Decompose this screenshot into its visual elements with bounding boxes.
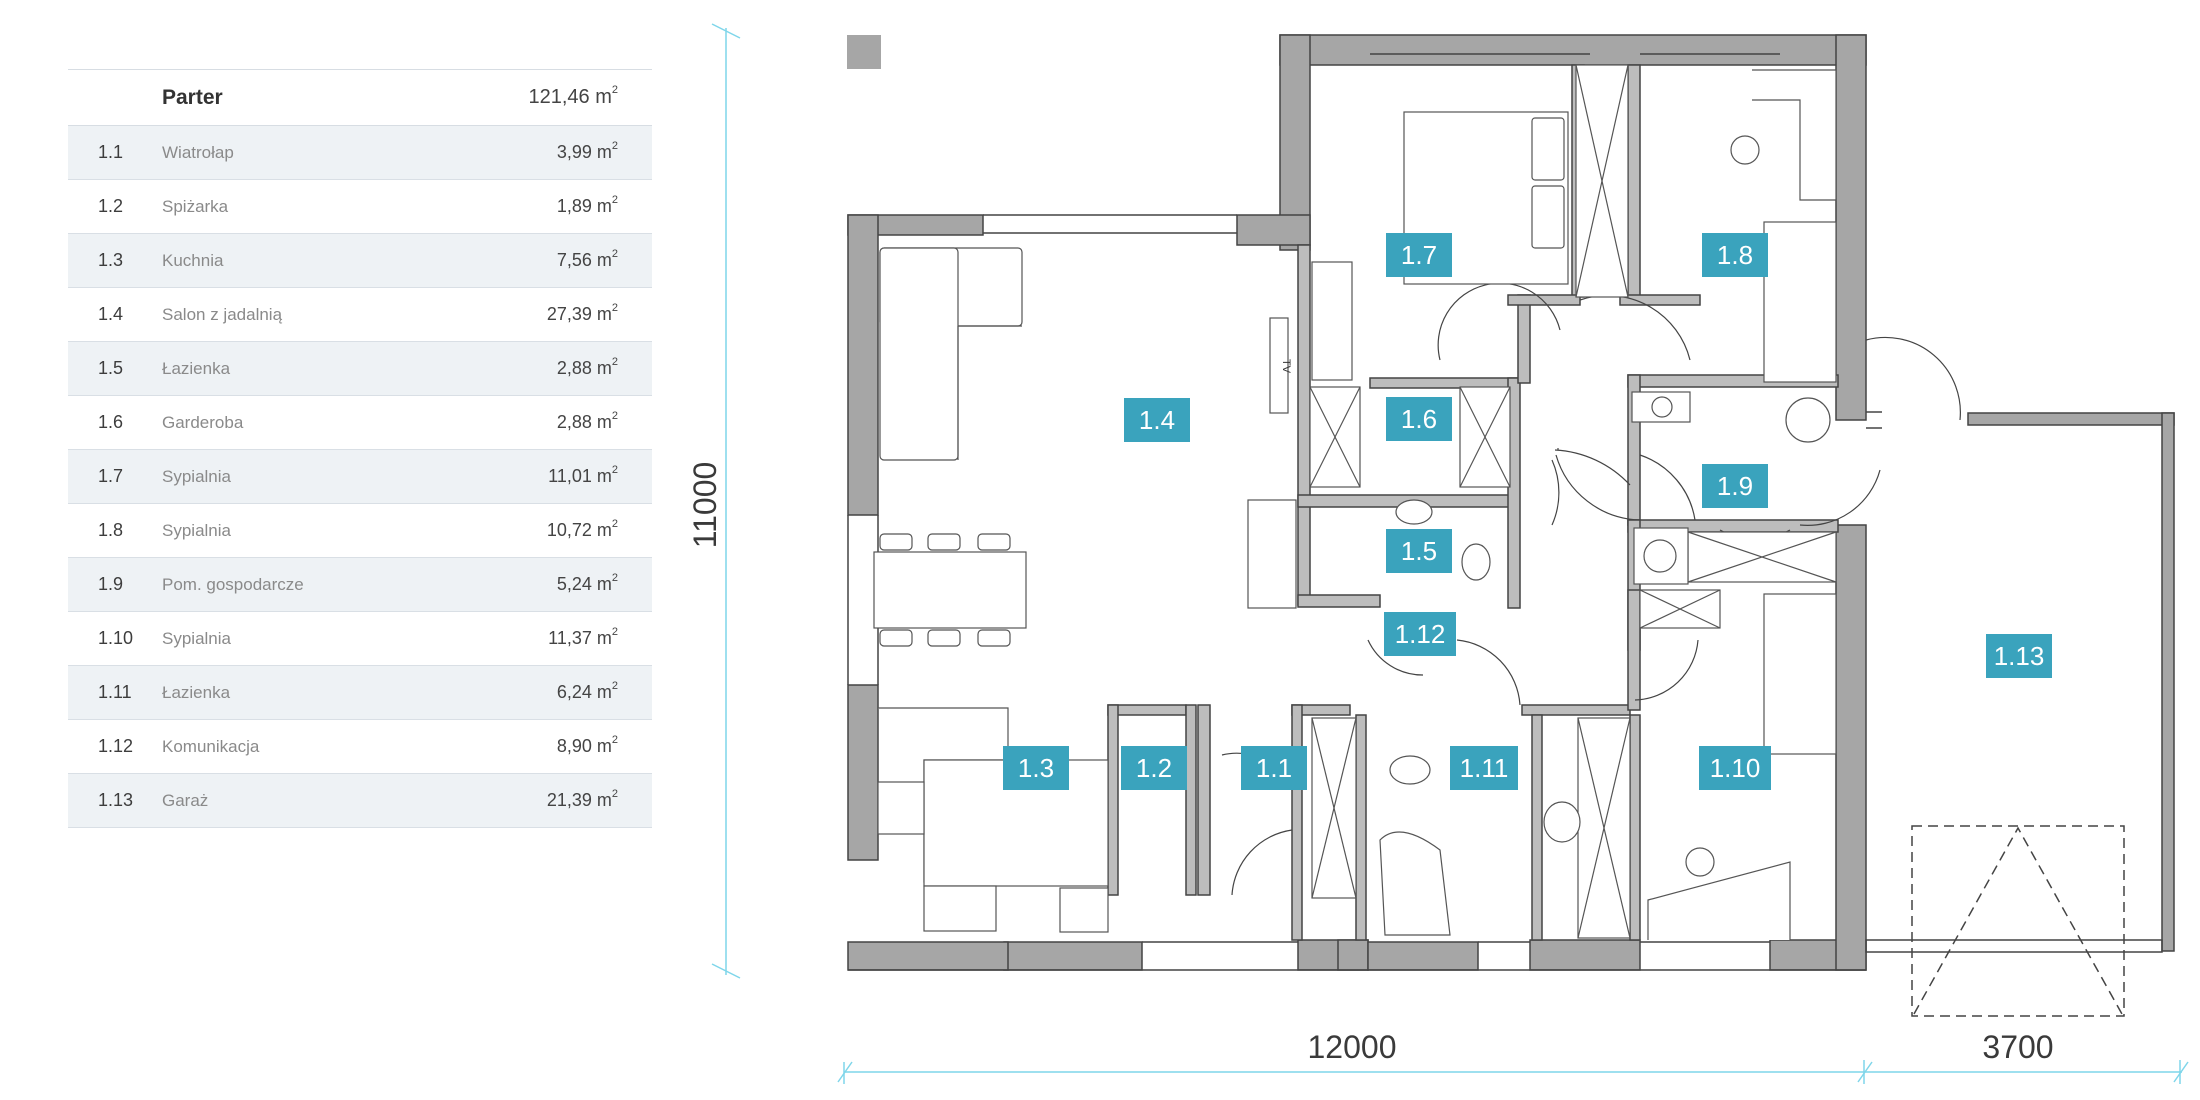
north-marker bbox=[847, 35, 881, 69]
floor-title: Parter bbox=[162, 85, 223, 109]
table-row: 1.10 Sypialnia 11,37 m2 bbox=[68, 612, 652, 666]
room-label-1-8: 1.8 bbox=[1702, 233, 1768, 277]
room-name: Pom. gospodarcze bbox=[162, 574, 304, 594]
table-row: 1.4 Salon z jadalnią 27,39 m2 bbox=[68, 288, 652, 342]
room-number: 1.6 bbox=[98, 412, 124, 432]
svg-text:1.1: 1.1 bbox=[1256, 753, 1292, 783]
room-area: 11,37 m2 bbox=[548, 626, 618, 648]
room-name: Garderoba bbox=[162, 412, 244, 432]
table-row: 1.8 Sypialnia 10,72 m2 bbox=[68, 504, 652, 558]
table-row: 1.13 Garaż 21,39 m2 bbox=[68, 774, 652, 828]
garage-outline bbox=[1865, 411, 2175, 1017]
door-swings bbox=[1221, 282, 1961, 896]
room-number: 1.3 bbox=[98, 250, 124, 270]
room-label-1-4: 1.4 bbox=[1124, 398, 1190, 442]
room-name: Łazienka bbox=[162, 682, 231, 702]
furniture bbox=[873, 64, 1837, 940]
room-name: Salon z jadalnią bbox=[162, 304, 283, 324]
room-number: 1.5 bbox=[98, 358, 124, 378]
svg-text:1.5: 1.5 bbox=[1401, 536, 1437, 566]
room-label-1-5: 1.5 bbox=[1386, 529, 1452, 573]
room-label-1-2: 1.2 bbox=[1121, 746, 1187, 790]
svg-text:1.11: 1.11 bbox=[1460, 753, 1509, 783]
room-label-1-6: 1.6 bbox=[1386, 397, 1452, 441]
room-name: Łazienka bbox=[162, 358, 231, 378]
room-number: 1.11 bbox=[98, 682, 132, 702]
room-name: Wiatrołap bbox=[162, 142, 234, 162]
room-area: 2,88 m2 bbox=[556, 410, 618, 432]
room-area: 3,99 m2 bbox=[556, 140, 618, 162]
table-row: 1.5 Łazienka 2,88 m2 bbox=[68, 342, 652, 396]
room-area: 8,90 m2 bbox=[556, 734, 618, 756]
dimension-width-garage: 3700 bbox=[1982, 1029, 2053, 1065]
svg-text:1.6: 1.6 bbox=[1401, 404, 1437, 434]
room-number: 1.2 bbox=[98, 196, 124, 216]
room-name: Kuchnia bbox=[162, 250, 224, 270]
room-name: Spiżarka bbox=[162, 196, 229, 216]
room-area: 7,56 m2 bbox=[556, 248, 618, 270]
room-name: Garaż bbox=[162, 790, 209, 810]
room-label-1-3: 1.3 bbox=[1003, 746, 1069, 790]
room-label-1-7: 1.7 bbox=[1386, 233, 1452, 277]
svg-text:1.8: 1.8 bbox=[1717, 240, 1753, 270]
room-area: 11,01 m2 bbox=[548, 464, 618, 486]
room-number: 1.13 bbox=[98, 790, 134, 810]
room-area: 2,88 m2 bbox=[556, 356, 618, 378]
room-area: 5,24 m2 bbox=[556, 572, 618, 594]
svg-text:1.10: 1.10 bbox=[1710, 753, 1761, 783]
table-row: 1.2 Spiżarka 1,89 m2 bbox=[68, 180, 652, 234]
table-header: Parter 121,46 m2 bbox=[68, 69, 652, 126]
table-row: 1.11 Łazienka 6,24 m2 bbox=[68, 666, 652, 720]
svg-text:1.12: 1.12 bbox=[1395, 619, 1446, 649]
room-number: 1.10 bbox=[98, 628, 134, 648]
room-area: 1,89 m2 bbox=[556, 194, 618, 216]
room-label-1-9: 1.9 bbox=[1702, 464, 1768, 508]
room-name: Sypialnia bbox=[162, 520, 231, 540]
room-area: 21,39 m2 bbox=[546, 788, 618, 810]
svg-text:1.7: 1.7 bbox=[1401, 240, 1437, 270]
table-row: 1.7 Sypialnia 11,01 m2 bbox=[68, 450, 652, 504]
room-label-1-1: 1.1 bbox=[1241, 746, 1307, 790]
room-name: Komunikacja bbox=[162, 736, 260, 756]
table-row: 1.9 Pom. gospodarcze 5,24 m2 bbox=[68, 558, 652, 612]
room-area: 6,24 m2 bbox=[556, 680, 618, 702]
svg-text:1.4: 1.4 bbox=[1139, 405, 1175, 435]
room-label-1-10: 1.10 bbox=[1699, 746, 1771, 790]
room-label-1-13: 1.13 bbox=[1986, 634, 2052, 678]
table-row: 1.1 Wiatrołap 3,99 m2 bbox=[68, 126, 652, 180]
room-name: Sypialnia bbox=[162, 628, 231, 648]
table-row: 1.6 Garderoba 2,88 m2 bbox=[68, 396, 652, 450]
room-area: 27,39 m2 bbox=[546, 302, 618, 324]
dimension-width-house: 12000 bbox=[1308, 1029, 1397, 1065]
room-number: 1.9 bbox=[98, 574, 124, 594]
wall-outlines bbox=[847, 53, 1866, 971]
total-area: 121,46 m2 bbox=[528, 84, 618, 108]
walls bbox=[847, 34, 1867, 971]
room-area: 10,72 m2 bbox=[546, 518, 618, 540]
room-name: Sypialnia bbox=[162, 466, 231, 486]
room-number: 1.1 bbox=[98, 142, 124, 162]
room-number: 1.4 bbox=[98, 304, 124, 324]
tv-label: TV bbox=[1280, 359, 1292, 374]
room-number: 1.7 bbox=[98, 466, 124, 486]
table-row: 1.3 Kuchnia 7,56 m2 bbox=[68, 234, 652, 288]
dimension-height: 11000 bbox=[687, 462, 723, 549]
svg-text:1.13: 1.13 bbox=[1994, 641, 2045, 671]
svg-text:1.2: 1.2 bbox=[1136, 753, 1172, 783]
room-number: 1.8 bbox=[98, 520, 124, 540]
room-label-1-11: 1.11 bbox=[1450, 746, 1518, 790]
room-labels: 1.4 1.7 1.8 1.6 1.9 1.5 1.12 1.13 1.3 1.… bbox=[1003, 233, 2052, 790]
dimension-lines bbox=[711, 23, 2189, 1084]
svg-text:1.3: 1.3 bbox=[1018, 753, 1054, 783]
table-row: 1.12 Komunikacja 8,90 m2 bbox=[68, 720, 652, 774]
svg-text:1.9: 1.9 bbox=[1717, 471, 1753, 501]
room-number: 1.12 bbox=[98, 736, 134, 756]
room-label-1-12: 1.12 bbox=[1384, 612, 1456, 656]
